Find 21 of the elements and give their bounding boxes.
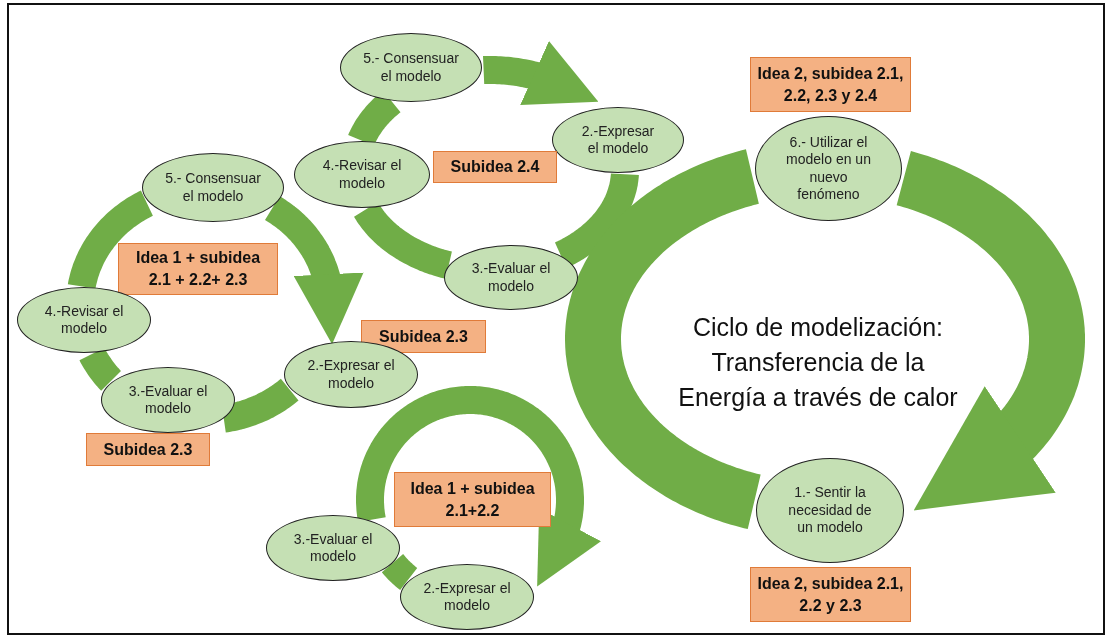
idea-label-box: Idea 1 + subidea 2.1 + 2.2+ 2.3 xyxy=(118,243,278,295)
idea-label-box: Idea 1 + subidea 2.1+2.2 xyxy=(394,472,551,527)
cycle-arrow xyxy=(356,386,601,587)
step-ellipse: 4.-Revisar el modelo xyxy=(294,141,430,208)
step-ellipse: 1.- Sentir la necesidad de un modelo xyxy=(756,458,904,563)
idea-label-box: Subidea 2.3 xyxy=(361,320,486,353)
idea-label-box: Idea 2, subidea 2.1, 2.2, 2.3 y 2.4 xyxy=(750,57,911,112)
step-ellipse: 5.- Consensuar el modelo xyxy=(340,33,482,102)
step-ellipse: 4.-Revisar el modelo xyxy=(17,287,151,353)
step-ellipse: 6.- Utilizar el modelo en un nuevo fenómeno xyxy=(755,116,902,221)
step-ellipse: 2.-Expresar el modelo xyxy=(552,107,684,173)
idea-label-box: Idea 2, subidea 2.1, 2.2 y 2.3 xyxy=(750,567,911,622)
step-ellipse: 2.-Expresar el modelo xyxy=(400,564,534,630)
step-ellipse: 3.-Evaluar el modelo xyxy=(266,515,400,581)
diagram-title: Ciclo de modelización: Transferencia de la Energía a través de calor xyxy=(677,312,959,413)
step-ellipse: 2.-Expresar el modelo xyxy=(284,341,418,408)
idea-label-box: Subidea 2.4 xyxy=(433,151,557,183)
step-ellipse: 3.-Evaluar el modelo xyxy=(101,367,235,433)
step-ellipse: 5.- Consensuar el modelo xyxy=(142,153,284,222)
step-ellipse: 3.-Evaluar el modelo xyxy=(444,245,578,310)
idea-label-box: Subidea 2.3 xyxy=(86,433,210,466)
